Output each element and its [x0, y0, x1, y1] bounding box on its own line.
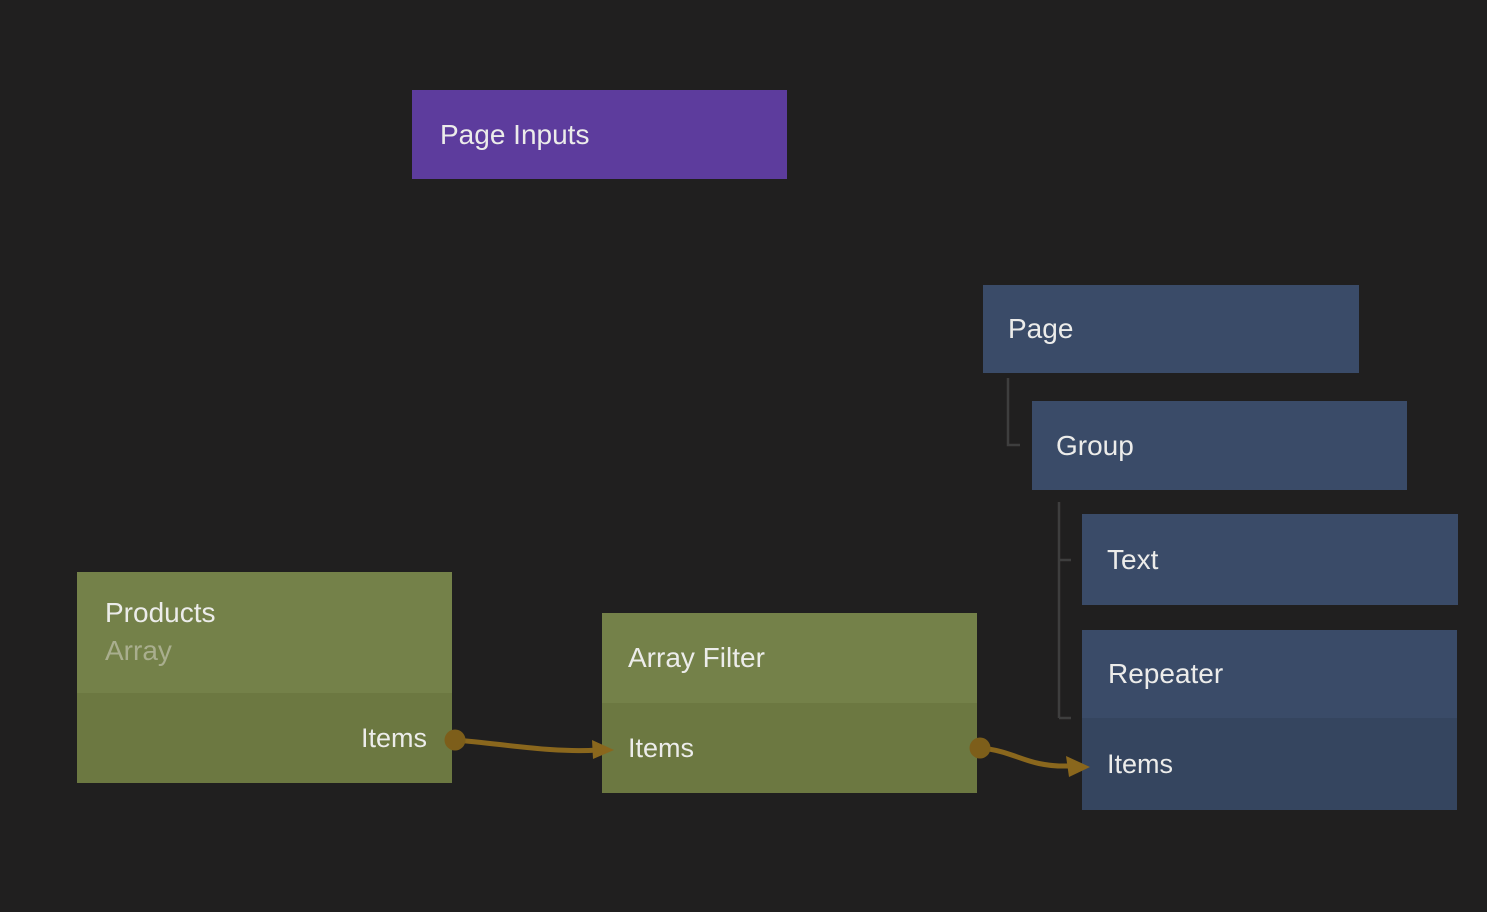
port-label-items: Items [1107, 748, 1174, 779]
connection-arrayfilter-items-to-repeater-items[interactable] [979, 745, 1069, 769]
node-title: Group [1056, 429, 1134, 461]
node-text[interactable]: Text [1082, 514, 1458, 605]
node-page[interactable]: Page [983, 285, 1359, 373]
node-title: Page Inputs [440, 118, 590, 150]
node-repeater-header[interactable]: Repeater [1082, 630, 1457, 718]
node-title: Text [1107, 543, 1159, 575]
port-label-items: Items [360, 722, 427, 753]
port-label-items: Items [628, 732, 695, 763]
node-title: Products [105, 597, 216, 628]
node-page-inputs[interactable]: Page Inputs [412, 90, 787, 179]
repeater-items-input-port-row[interactable]: Items [1082, 718, 1457, 810]
tree-connector-page-to-group [1006, 378, 1020, 447]
node-title: Repeater [1108, 658, 1224, 689]
node-title: Array Filter [628, 642, 765, 673]
node-subtitle: Array [105, 635, 172, 666]
node-products[interactable]: Products Array Items [77, 572, 452, 783]
products-items-output-port-row[interactable]: Items [77, 693, 452, 783]
tree-connector-group-to-children [1057, 502, 1071, 720]
node-title: Page [1008, 313, 1074, 344]
node-array-filter[interactable]: Array Filter Items [602, 613, 977, 793]
node-group[interactable]: Group [1032, 401, 1407, 490]
array-filter-items-port-row[interactable]: Items [602, 703, 977, 793]
node-repeater[interactable]: Repeater Items [1082, 630, 1457, 810]
node-array-filter-header[interactable]: Array Filter [602, 613, 977, 703]
node-products-header[interactable]: Products Array [77, 572, 452, 693]
connection-products-items-to-arrayfilter-items[interactable] [454, 737, 599, 754]
